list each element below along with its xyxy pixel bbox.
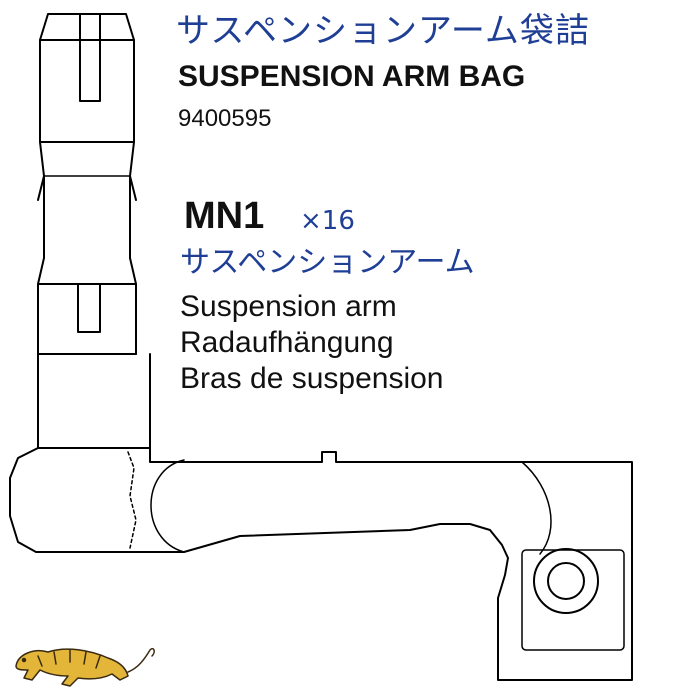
arm-bend-curve [521, 461, 552, 555]
part-name-french: Bras de suspension [180, 362, 444, 395]
arm-body-seam [127, 451, 137, 549]
arm-body-curve [150, 459, 185, 553]
part-quantity: ×16 [300, 206, 355, 236]
arm-eye-outer [533, 548, 599, 614]
part-name-english: Suspension arm [180, 290, 397, 323]
arm-head-outline [39, 13, 135, 143]
part-id: MN1 [184, 195, 265, 237]
arm-body-outline [9, 447, 633, 681]
arm-lower-shaft [37, 353, 151, 449]
arm-notch [77, 283, 101, 333]
part-code: 9400595 [178, 105, 272, 132]
bag-title-japanese: サスペンションアーム袋詰 [176, 11, 590, 51]
arm-neck [37, 141, 137, 201]
arm-eye-inner [547, 562, 585, 600]
tiger-logo-icon [15, 647, 155, 687]
part-name-japanese: サスペンションアーム [180, 245, 475, 280]
arm-upper-shaft [43, 175, 131, 259]
arm-mid-shaft [37, 283, 137, 355]
bag-title: SUSPENSION ARM BAG [178, 60, 526, 93]
part-name-german: Radaufhängung [180, 326, 394, 359]
arm-head-slot [79, 13, 101, 102]
